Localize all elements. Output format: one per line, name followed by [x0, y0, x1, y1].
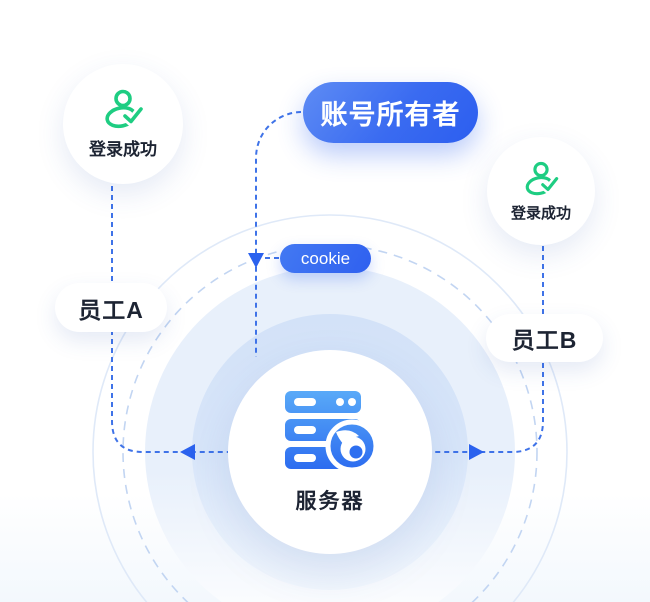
connector-employee-b: [424, 246, 544, 453]
cookie-badge: cookie: [280, 244, 371, 273]
arrow-right-icon: [469, 444, 484, 460]
outer-faint-ring: [92, 214, 568, 602]
server-card: 服务器: [228, 350, 432, 554]
arrow-down-icon: [248, 253, 264, 268]
employee-b-card: 员工B: [486, 314, 603, 362]
employee-a-card: 员工A: [55, 283, 167, 332]
cookie-label: cookie: [300, 248, 351, 268]
login-success-label: 登录成功: [89, 140, 157, 159]
employee-b-label: 员工B: [511, 327, 578, 353]
connector-employee-a: [111, 186, 236, 453]
dashed-ring: [122, 244, 538, 602]
employee-a-label: 员工A: [78, 296, 144, 323]
server-monitor-icon: [281, 389, 379, 479]
arrow-left-icon: [180, 444, 195, 460]
user-check-icon: [521, 160, 561, 199]
user-check-icon: [100, 88, 146, 132]
account-owner-badge: 账号所有者: [303, 82, 478, 143]
account-owner-label: 账号所有者: [320, 100, 461, 130]
login-success-card-right: 登录成功: [487, 137, 595, 245]
server-label: 服务器: [295, 490, 365, 513]
login-success-label: 登录成功: [510, 204, 571, 222]
login-success-card-left: 登录成功: [63, 64, 183, 184]
